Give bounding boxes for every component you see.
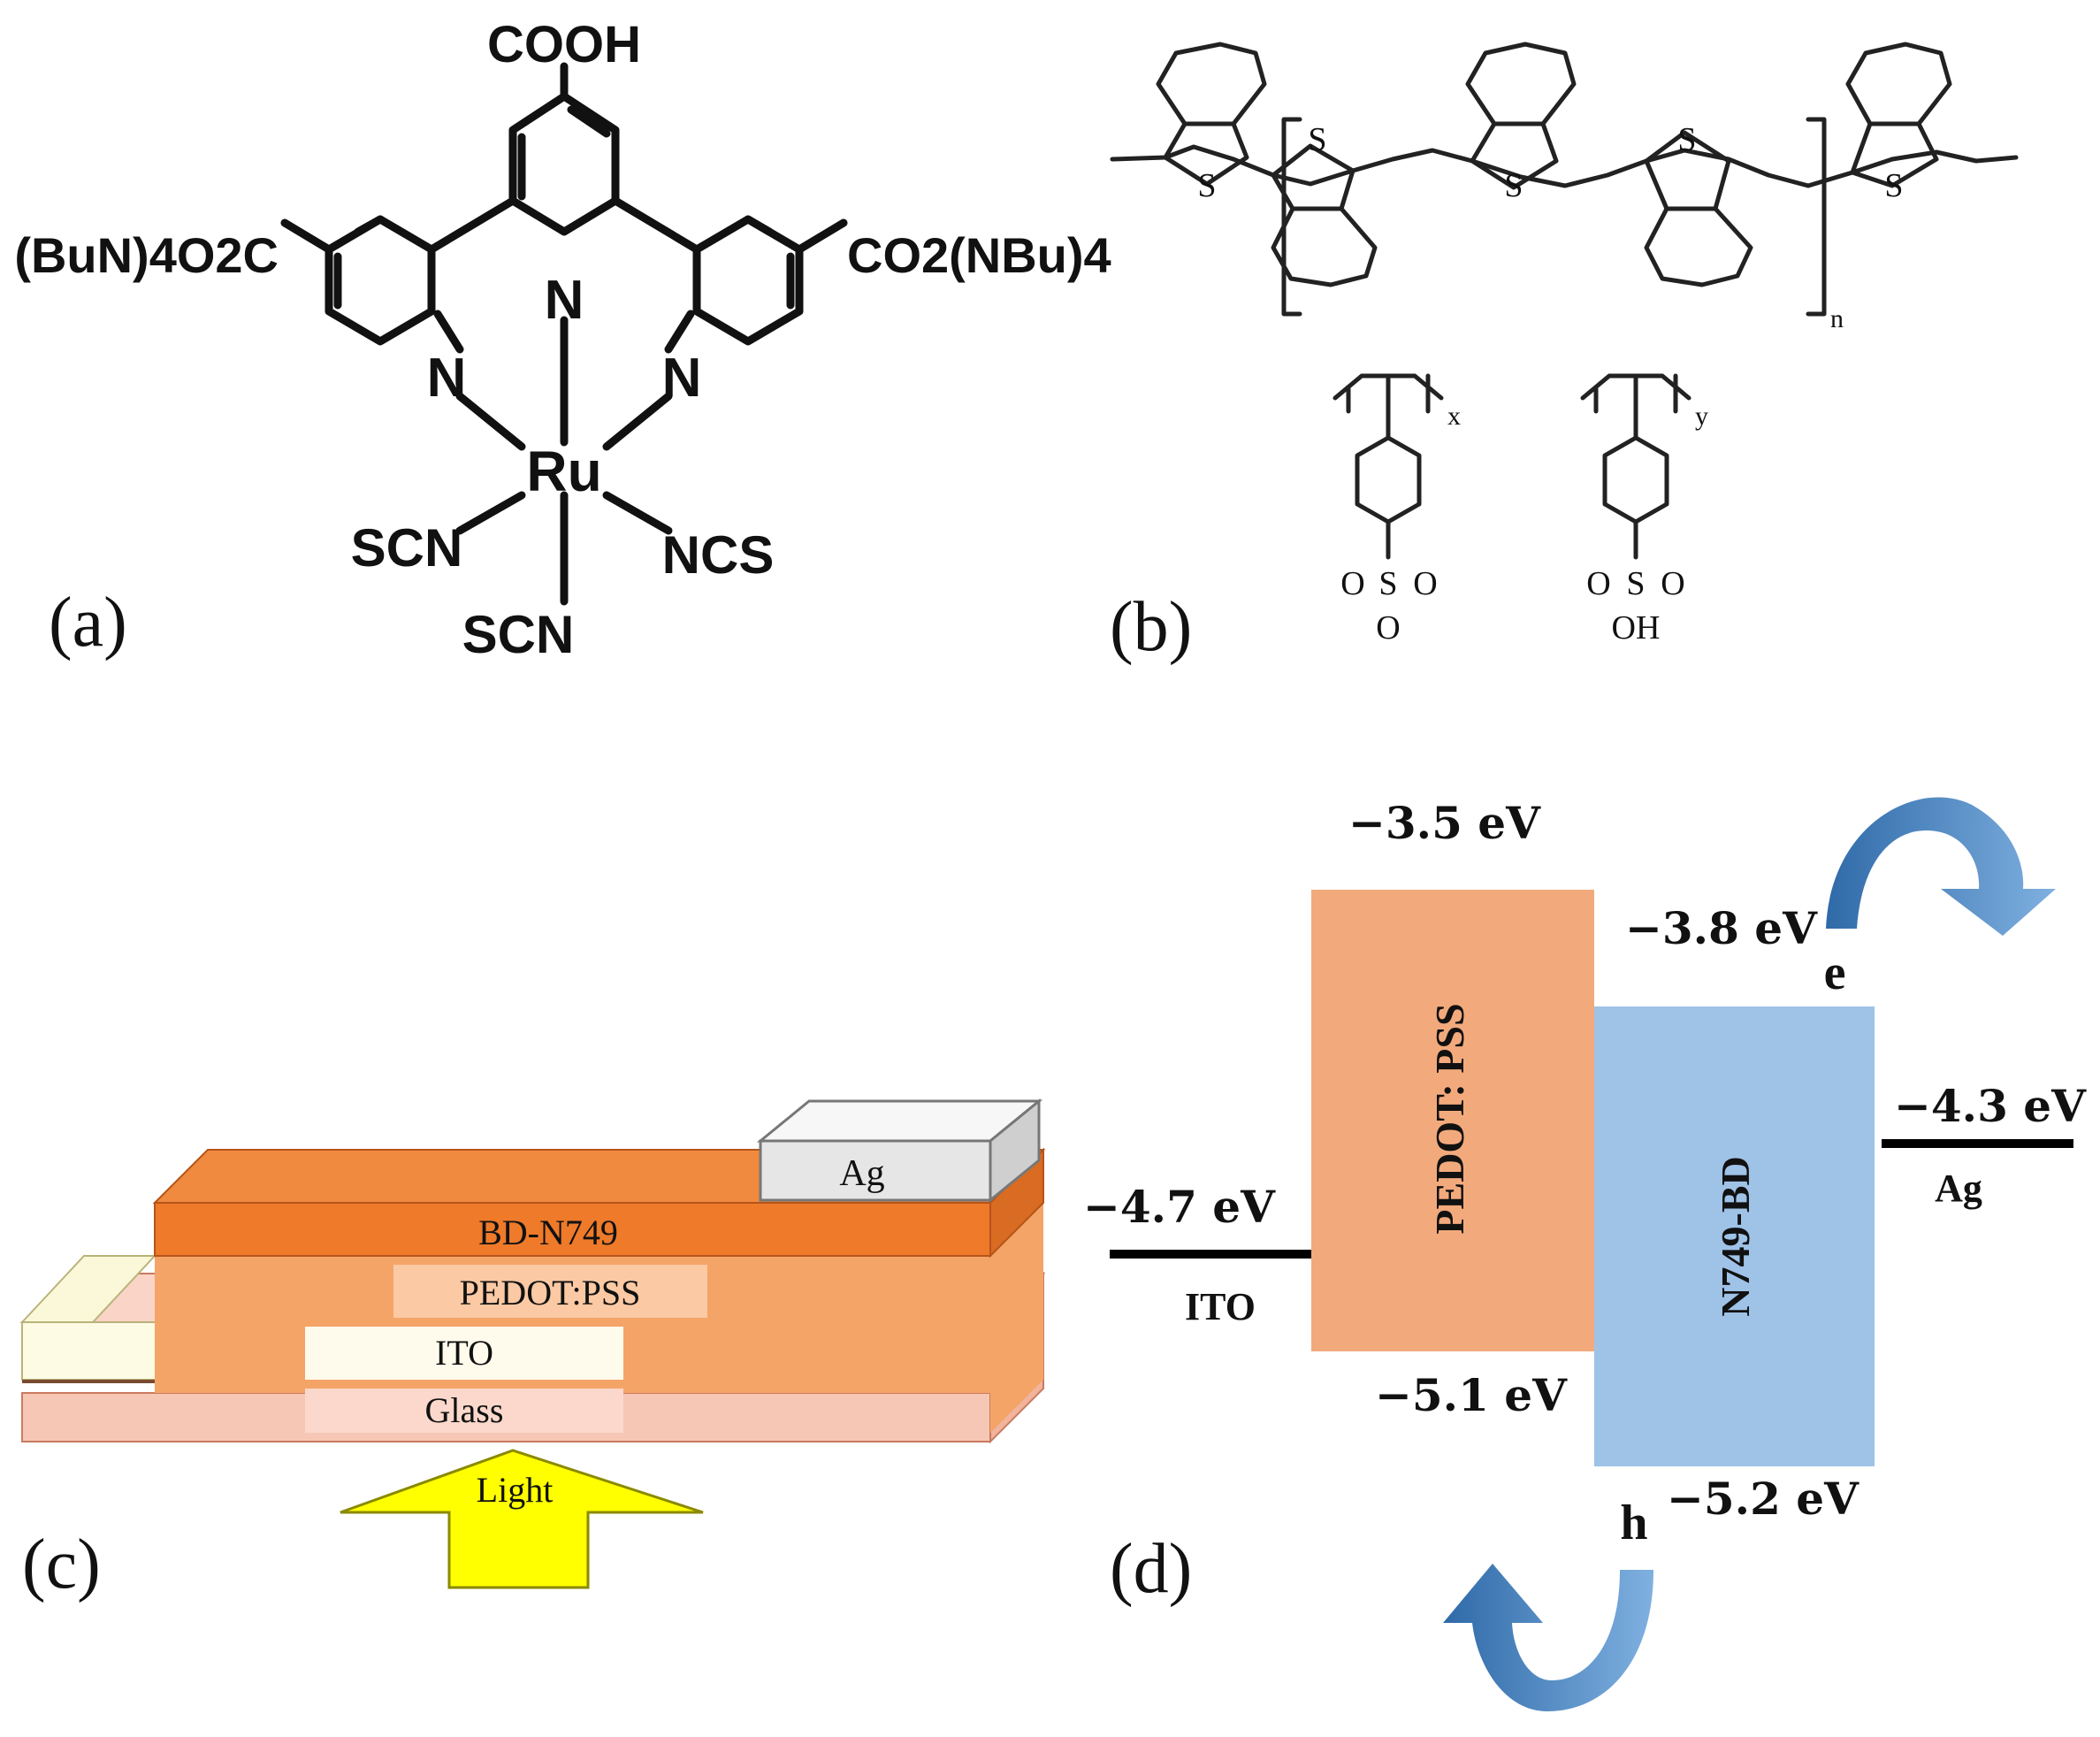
- pss-o-label: O: [1413, 565, 1437, 602]
- pedot-pss-block-label: PEDOT: PSS: [1427, 1003, 1472, 1234]
- pss-o-label: O: [1586, 565, 1610, 602]
- panel-a-label: (a): [49, 584, 127, 662]
- scn-left-label: SCN: [351, 518, 463, 578]
- polymer-y-subscript: y: [1695, 402, 1708, 431]
- light-arrow: [340, 1449, 704, 1589]
- panel-c-label: (c): [22, 1526, 101, 1603]
- left-nitrogen-label: N: [427, 348, 467, 409]
- thiophene-s-label: S: [1504, 167, 1523, 204]
- pss-s-label: S: [1378, 565, 1397, 602]
- bd-n749-layer-label: BD-N749: [478, 1213, 618, 1252]
- left-substituent-label: (BuN)4O2C: [14, 227, 279, 283]
- right-nitrogen-label: N: [662, 348, 702, 409]
- pedot-top-energy: −3.5 eV: [1348, 797, 1541, 849]
- bd-n749-layer: [154, 1202, 991, 1257]
- ito-layer-label: ITO: [435, 1333, 493, 1373]
- cooh-label: COOH: [487, 16, 641, 73]
- thiophene-s-label: S: [1197, 167, 1216, 204]
- n749-bottom-energy: −5.2 eV: [1667, 1473, 1859, 1525]
- ag-layer-label: Ag: [839, 1153, 884, 1194]
- right-substituent-label: CO2(NBu)4: [847, 227, 1111, 283]
- panel-d-label: (d): [1110, 1530, 1192, 1608]
- pedot-pss-energy-block: [1311, 890, 1594, 1351]
- pss-s-label: S: [1626, 565, 1645, 602]
- ito-energy: −4.7 eV: [1083, 1181, 1276, 1233]
- panel-c: Ag BD-N749 PEDOT:PSS ITO Glass Light (c): [19, 1098, 1046, 1603]
- ag-energy: −4.3 eV: [1894, 1080, 2087, 1132]
- pedot-layer-label: PEDOT:PSS: [460, 1273, 641, 1312]
- hole-label: h: [1620, 1496, 1647, 1550]
- ncs-right-label: NCS: [662, 525, 775, 585]
- pss-o-label: O: [1340, 565, 1364, 602]
- panel-a: COOH (BuN)4O2C CO2(NBu)4 N N N Ru SCN NC…: [14, 16, 1111, 664]
- light-label: Light: [477, 1470, 554, 1510]
- thiophene-s-label: S: [1677, 121, 1696, 158]
- polymer-x-subscript: x: [1447, 402, 1461, 431]
- panel-b-label: (b): [1110, 588, 1192, 666]
- polymer-n-subscript: n: [1830, 304, 1844, 333]
- thiophene-s-label: S: [1308, 121, 1326, 158]
- ag-layer: [759, 1139, 992, 1202]
- glass-layer-label: Glass: [425, 1390, 504, 1430]
- panel-d: PEDOT: PSS N749-BD −3.5 eV −3.8 eV −4.7 …: [1083, 797, 2087, 1711]
- n749-bd-block-label: N749-BD: [1713, 1156, 1758, 1316]
- pss-o-label: O: [1661, 565, 1684, 602]
- n749-bd-energy-block: [1594, 1006, 1875, 1466]
- panel-b: O S O O O S O OH S S S S S n x y (b): [1110, 42, 2019, 666]
- electron-label: e: [1824, 945, 1846, 1000]
- center-nitrogen-label: N: [545, 270, 584, 331]
- hole-transfer-arrow: [1443, 1564, 1653, 1711]
- pss-oh-label: OH: [1612, 609, 1661, 647]
- ag-label: Ag: [1935, 1167, 1982, 1210]
- ito-label: ITO: [1185, 1285, 1256, 1328]
- pedot-bottom-energy: −5.1 eV: [1375, 1369, 1568, 1421]
- electron-transfer-arrow: [1826, 797, 2056, 936]
- n749-top-energy: −3.8 eV: [1625, 902, 1818, 954]
- ruthenium-label: Ru: [526, 440, 601, 503]
- pss-o-label: O: [1376, 609, 1400, 647]
- thiophene-s-label: S: [1884, 167, 1903, 204]
- scn-bottom-label: SCN: [462, 605, 575, 664]
